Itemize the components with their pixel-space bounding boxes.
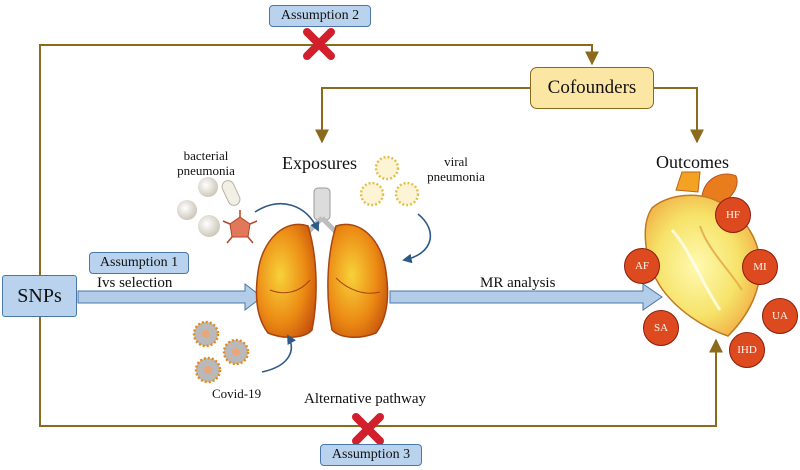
bacteria-to-lungs-arrow [254, 203, 320, 232]
lungs-illustration [255, 187, 389, 338]
covid19-label: Covid-19 [212, 386, 262, 401]
virus-illustration [359, 155, 420, 207]
outcome-badge-sa: SA [643, 310, 679, 346]
outcome-badge-mi: MI [742, 249, 778, 285]
cofounders-box: Cofounders [530, 67, 654, 109]
outcome-badge-af: AF [624, 248, 660, 284]
assumption-2-label: Assumption 2 [269, 5, 371, 27]
bacterial-pneumonia-label: bacterial pneumonia [177, 148, 235, 178]
cofounders-to-exposures-path [315, 87, 530, 144]
covid-illustration [192, 320, 250, 384]
assumption-3-path [39, 317, 723, 427]
assumption-1-label: Assumption 1 [89, 252, 189, 274]
outcome-badge-hf: HF [715, 197, 751, 233]
ivs-selection-label: Ivs selection [97, 275, 173, 291]
viral-pneumonia-label: viral pneumonia [427, 154, 485, 184]
blocked-x-mark-top [303, 28, 335, 60]
snps-box: SNPs [2, 275, 77, 317]
outcome-badge-ua: UA [762, 298, 798, 334]
alternative-pathway-label: Alternative pathway [304, 391, 427, 407]
outcomes-label: Outcomes [656, 152, 729, 172]
virus-to-lungs-arrow [402, 213, 432, 264]
mr-analysis-label: MR analysis [480, 275, 556, 291]
assumption-3-label: Assumption 3 [320, 444, 422, 466]
bacteria-illustration [177, 177, 258, 244]
covid-to-lungs-arrow [261, 334, 296, 373]
exposures-label: Exposures [282, 153, 357, 173]
ivs-selection-arrow [77, 282, 263, 312]
outcome-badge-ihd: IHD [729, 332, 765, 368]
cofounders-to-outcomes-path [654, 87, 704, 144]
mr-analysis-arrow [389, 283, 663, 311]
blocked-x-mark-bottom [352, 413, 384, 445]
